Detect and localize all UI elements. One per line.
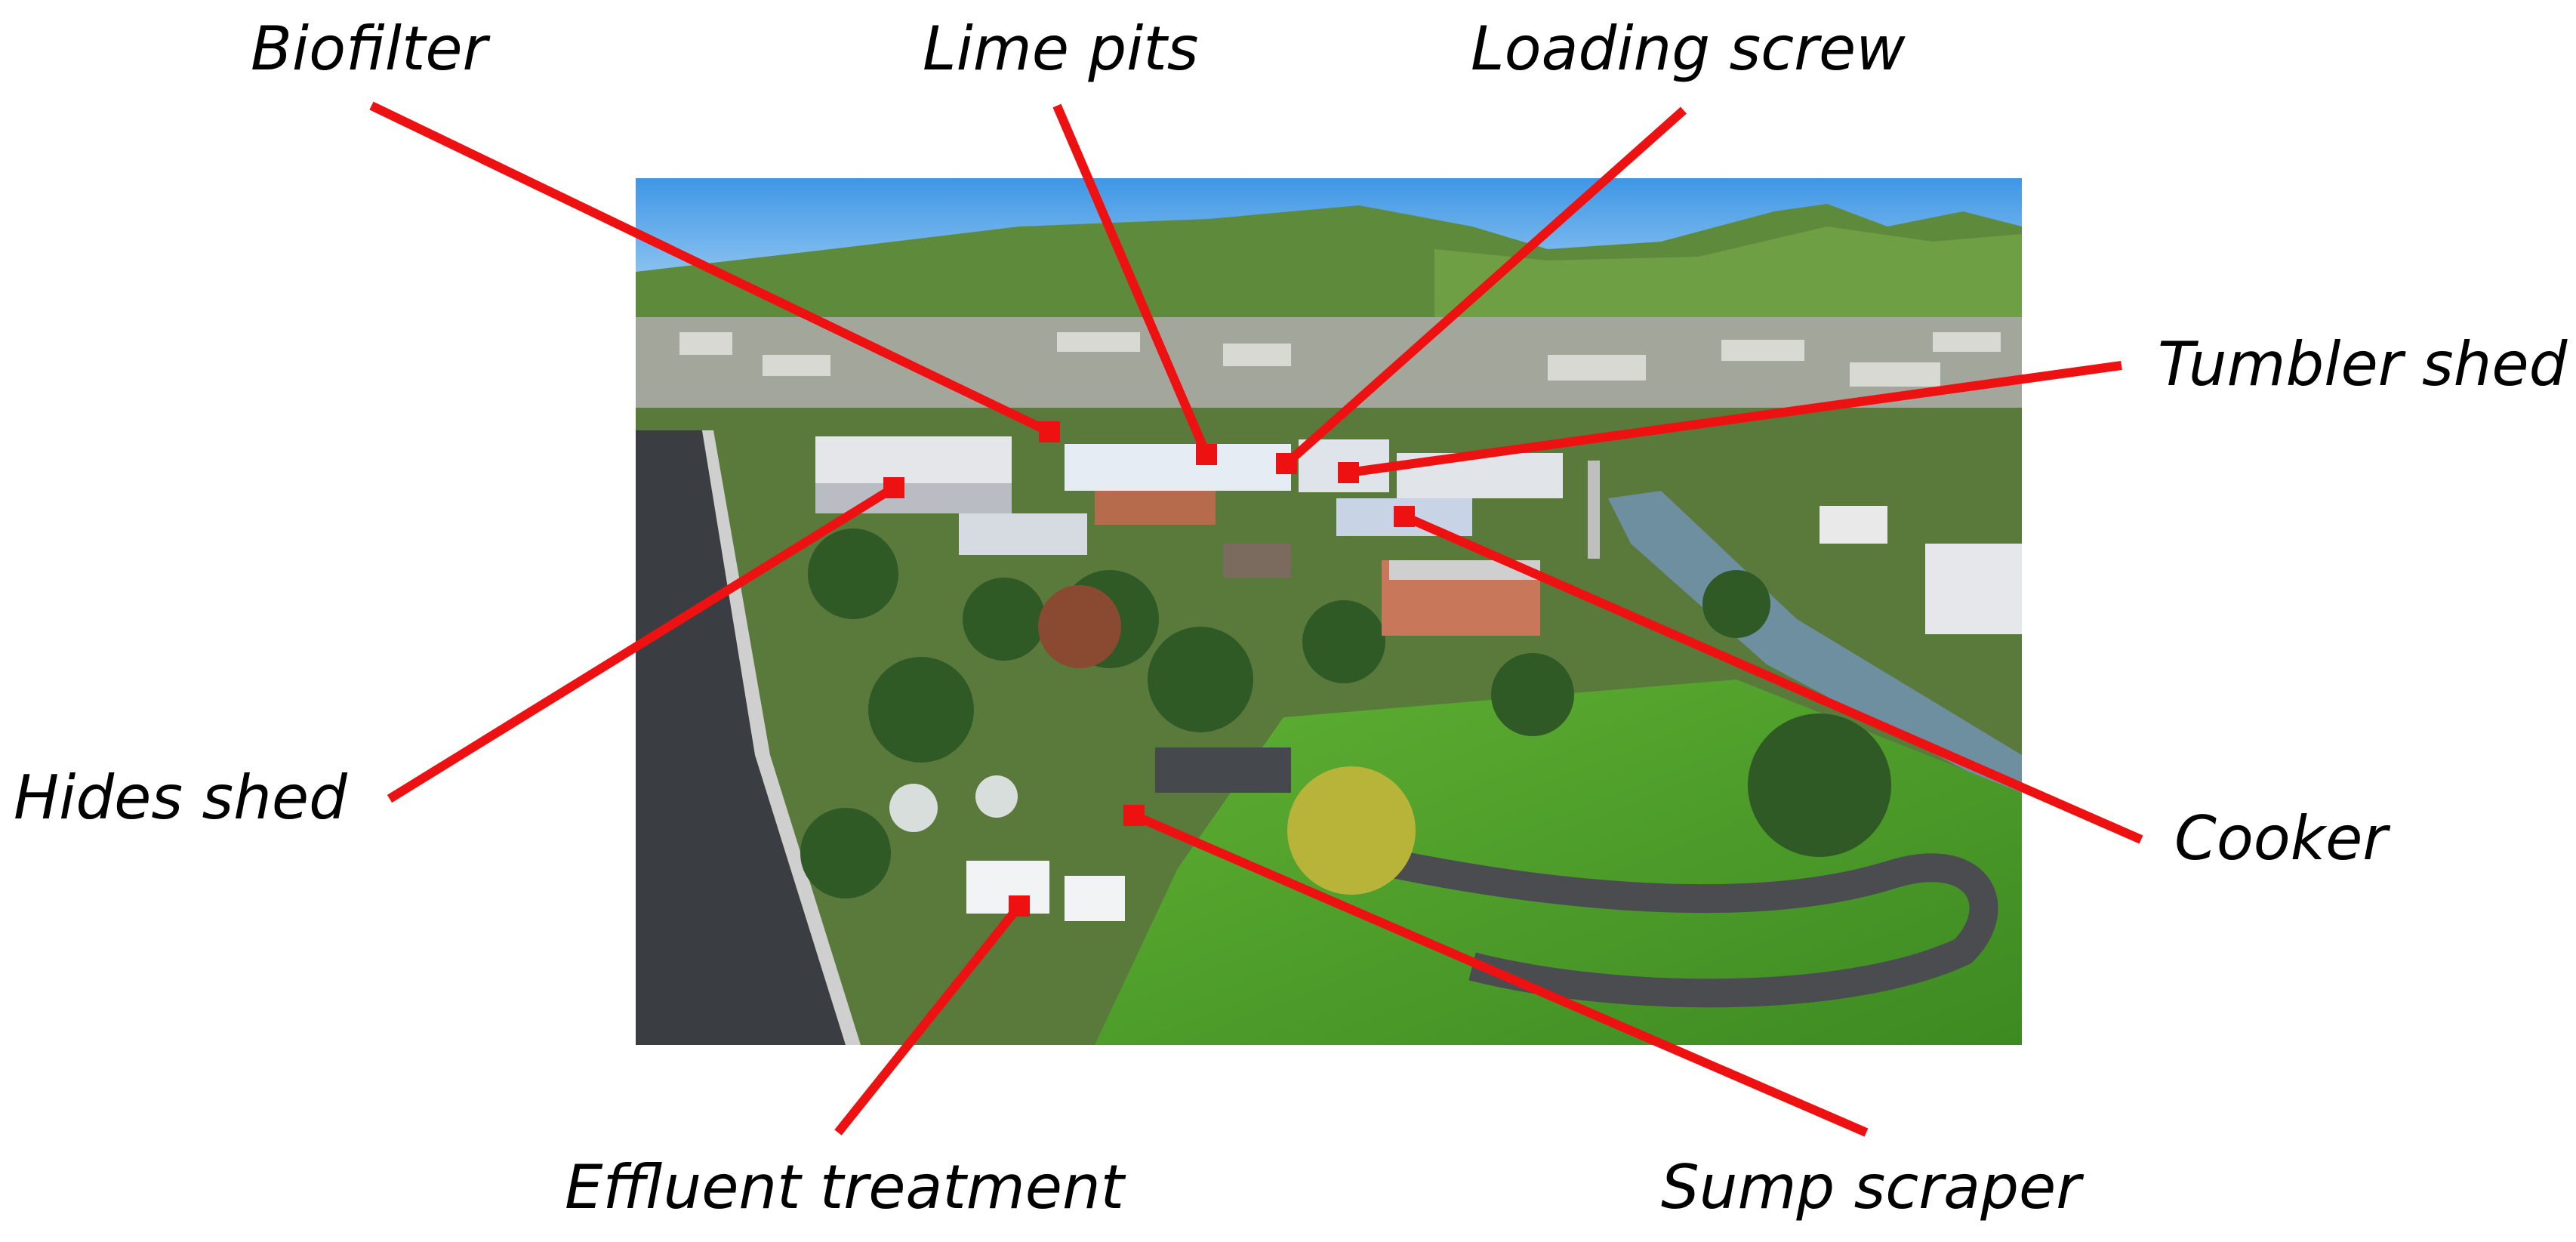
marker-sump-scraper [1123,805,1145,826]
callout-labels: Biofilter Lime pits Loading screw Tumble… [14,14,2568,1222]
label-tumbler-shed: Tumbler shed [2158,329,2568,399]
chimney [1588,461,1600,559]
marker-hides-shed [883,477,904,498]
river [1608,491,2022,800]
solar-roof-building [959,513,1087,555]
autumn-tree [1038,585,1121,668]
aerial-photo [636,178,2022,1045]
leader-cooker [1402,512,2143,844]
car-park [1155,747,1291,793]
lime-pits-roof [1065,444,1291,491]
willow-tree [1287,766,1416,895]
road-kerb [702,430,861,1045]
label-loading-screw: Loading screw [1471,14,1906,84]
marker-lime-pits [1196,444,1217,465]
road [636,430,846,1045]
marker-biofilter [1039,421,1060,442]
effluent-tank [889,784,938,832]
effluent-works [966,861,1049,914]
leader-effluent-treatment [834,903,1023,1136]
leader-hides-shed [387,483,897,803]
leader-loading-screw [1283,106,1687,467]
label-lime-pits: Lime pits [923,14,1198,84]
town [636,317,2022,423]
trees [800,529,1891,898]
marker-effluent-treatment [1009,895,1030,917]
label-sump-scraper: Sump scraper [1661,1152,2085,1222]
marker-loading-screw [1276,453,1297,474]
label-hides-shed: Hides shed [14,763,348,833]
effluent-tank [975,775,1018,818]
leader-biofilter [369,101,1052,436]
leader-sump-scraper [1132,811,1869,1137]
marker-tumbler-shed [1338,462,1359,483]
leader-markers [883,421,1415,917]
label-effluent-treatment: Effluent treatment [565,1152,1126,1222]
leader-lines [369,101,2143,1137]
leader-tumbler-shed [1348,361,2122,477]
label-cooker: Cooker [2174,803,2391,874]
driveway [1340,839,1998,1008]
leader-lime-pits [1052,103,1211,457]
hill-slope-right [1434,227,2022,340]
label-biofilter: Biofilter [251,14,491,84]
marker-cooker [1394,506,1415,527]
